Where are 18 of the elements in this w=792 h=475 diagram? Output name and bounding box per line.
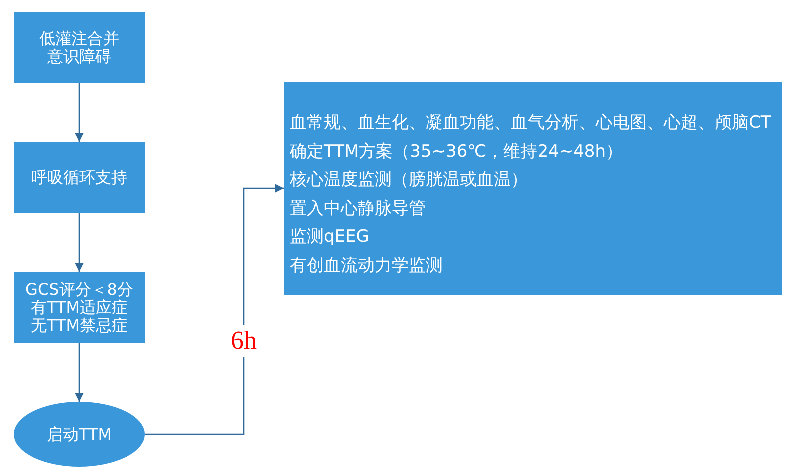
list-item: 血常规、血生化、凝血功能、血气分析、心电图、心超、颅脑CT <box>290 112 772 135</box>
list-item: 确定TTM方案（35~36℃，维持24~48h） <box>290 140 624 164</box>
process-box <box>14 12 145 83</box>
node-label: 呼吸循环支持 <box>32 168 128 186</box>
arrow <box>75 83 84 142</box>
node-label: 启动TTM <box>46 426 112 444</box>
node-label: 低灌注合并意识障碍 <box>40 30 120 66</box>
process-box <box>14 272 145 343</box>
arrow <box>145 184 284 436</box>
arrow <box>75 213 84 272</box>
process-box <box>14 142 145 213</box>
node-label: GCS评分＜8分有TTM适应症无TTM禁忌症 <box>26 280 134 334</box>
arrow <box>75 343 84 402</box>
list-item: 监测qEEG <box>290 226 370 249</box>
list-item: 置入中心静脉导管 <box>290 198 426 220</box>
list-item: 有创血流动力学监测 <box>290 254 443 278</box>
list-item: 核心温度监测（膀胱温或血温） <box>290 169 528 192</box>
task-list-box <box>284 82 782 295</box>
